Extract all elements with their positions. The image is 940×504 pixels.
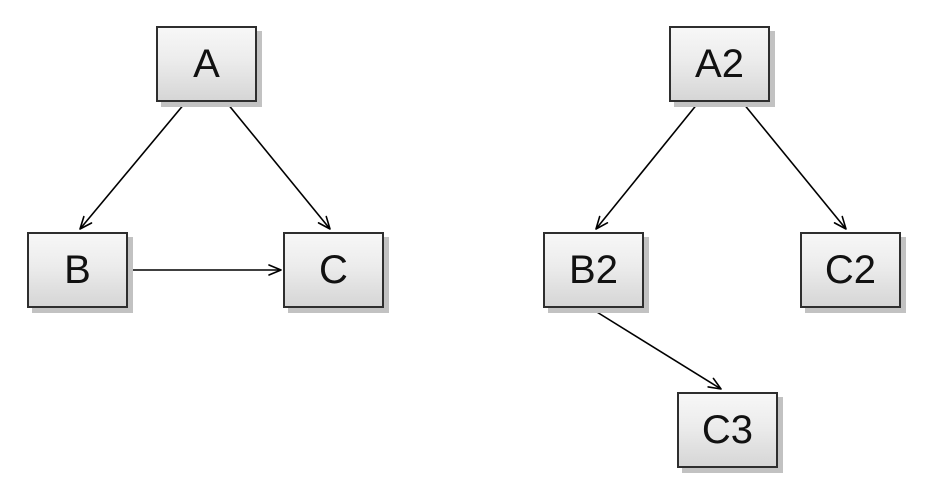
node-C-label: C: [319, 248, 348, 292]
node-C[interactable]: C: [283, 232, 384, 308]
node-C3[interactable]: C3: [677, 392, 778, 468]
edge-A-C: [226, 102, 331, 230]
node-B2[interactable]: B2: [543, 232, 644, 308]
node-C3-label: C3: [701, 408, 754, 452]
node-A2[interactable]: A2: [669, 26, 770, 102]
node-C2[interactable]: C2: [800, 232, 901, 308]
edge-A2-B2: [595, 102, 699, 230]
node-A[interactable]: A: [156, 26, 257, 102]
node-A-label: A: [193, 42, 220, 86]
node-B-label: B: [64, 248, 91, 292]
edge-B2-C3: [591, 308, 722, 390]
node-B[interactable]: B: [27, 232, 128, 308]
node-B2-label: B2: [569, 248, 618, 292]
node-A2-label: A2: [695, 42, 744, 86]
node-C2-label: C2: [824, 248, 877, 292]
edge-A2-C2: [742, 102, 847, 230]
edge-A-B: [79, 102, 186, 230]
